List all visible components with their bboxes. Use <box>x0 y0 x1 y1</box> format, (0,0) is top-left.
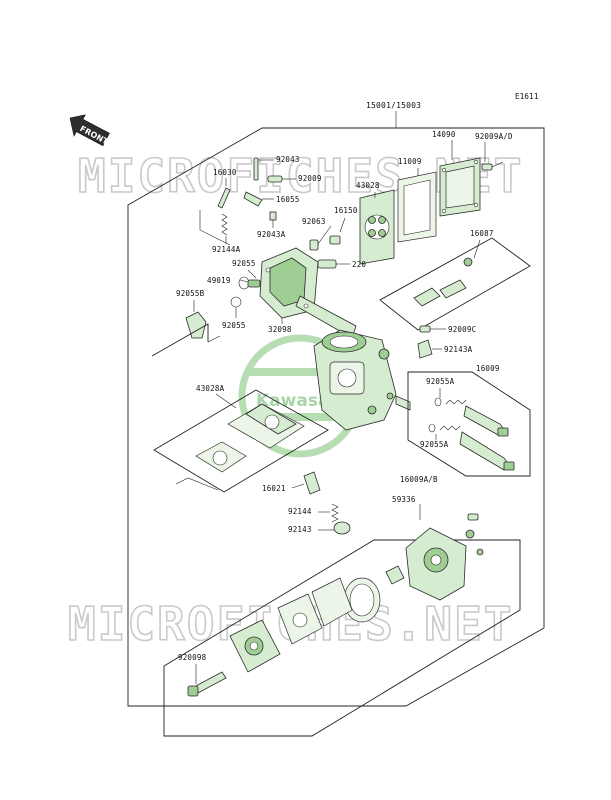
panel-59336 <box>163 539 521 737</box>
valve-49019 <box>239 279 261 288</box>
diaphragm-43028a <box>195 403 305 473</box>
panel-16087 <box>379 237 531 331</box>
front-arrow-icon: FRONT <box>69 114 110 147</box>
panel-43028a <box>153 389 329 493</box>
pump-base-plate <box>229 619 281 673</box>
pin-92043 <box>253 157 274 181</box>
label-92144: 92144 <box>288 507 312 516</box>
oring-92055-top <box>238 269 257 290</box>
label-59336: 59336 <box>392 495 416 504</box>
carburetor-body <box>313 329 411 431</box>
gasket-11009 <box>397 171 437 243</box>
mixture-screw-16009-lower <box>428 423 515 471</box>
cap-92143 <box>318 521 351 535</box>
label-14090: 14090 <box>432 130 456 139</box>
spring-92144 <box>318 503 339 523</box>
label-16087: 16087 <box>470 229 494 238</box>
jet-16021 <box>291 471 321 495</box>
cover-plate-14090 <box>439 157 481 217</box>
linkage-16087 <box>413 239 481 307</box>
label-92143a: 92143A <box>444 345 473 354</box>
label-92055a-top: 92055A <box>426 377 455 386</box>
label-16021: 16021 <box>262 484 286 493</box>
label-16150: 16150 <box>334 206 358 215</box>
label-92009c: 92009C <box>448 325 476 334</box>
label-920098: 920098 <box>178 653 207 662</box>
lever-16055 <box>243 191 274 207</box>
screw-92009a-d <box>481 161 504 171</box>
label-92043: 92043 <box>276 155 300 164</box>
bracket-92143a <box>417 339 442 359</box>
clip-92043a <box>269 211 277 228</box>
assembly-outline <box>127 127 545 707</box>
label-92055-top: 92055 <box>232 259 256 268</box>
pump-body-32098 <box>259 247 357 339</box>
label-92055a-bot: 92055A <box>420 440 449 449</box>
label-32098: 32098 <box>268 325 292 334</box>
screw-92009c <box>419 325 446 333</box>
needle-16030 <box>217 178 231 209</box>
panel-16009 <box>407 371 531 477</box>
spring-92144a <box>221 213 228 244</box>
label-92009a-d: 92009A/D <box>475 132 513 141</box>
mixture-screw-16009-upper <box>434 388 509 437</box>
label-92143: 92143 <box>288 525 312 534</box>
pump-cover-59336 <box>385 513 484 601</box>
label-16030: 16030 <box>213 168 237 177</box>
filter-92055b <box>185 300 207 339</box>
pump-diaphragm <box>277 577 353 645</box>
screw-92009 <box>267 175 296 183</box>
label-92144a: 92144A <box>212 245 241 254</box>
label-43028a: 43028A <box>196 384 225 393</box>
label-49019: 49019 <box>207 276 231 285</box>
screw-16150 <box>329 217 346 245</box>
label-11009: 11009 <box>398 157 422 166</box>
oring-92055-mid <box>230 296 242 318</box>
label-16009: 16009 <box>476 364 500 373</box>
screw-92063 <box>309 225 332 251</box>
label-92055-mid: 92055 <box>222 321 246 330</box>
diaphragm-43028 <box>359 189 395 265</box>
label-92009: 92009 <box>298 174 322 183</box>
label-92063: 92063 <box>302 217 326 226</box>
label-16009ab: 16009A/B <box>400 475 438 484</box>
label-220: 220 <box>352 260 366 269</box>
label-43028: 43028 <box>356 181 380 190</box>
label-92043a: 92043A <box>257 230 286 239</box>
label-92055b: 92055B <box>176 289 205 298</box>
screw-920098 <box>187 664 227 697</box>
diagram-code: E1611 <box>515 92 539 101</box>
pump-gasket <box>343 577 381 623</box>
screw-220 <box>317 259 350 269</box>
label-assembly: 15001/15003 <box>366 101 421 110</box>
label-16055: 16055 <box>276 195 300 204</box>
